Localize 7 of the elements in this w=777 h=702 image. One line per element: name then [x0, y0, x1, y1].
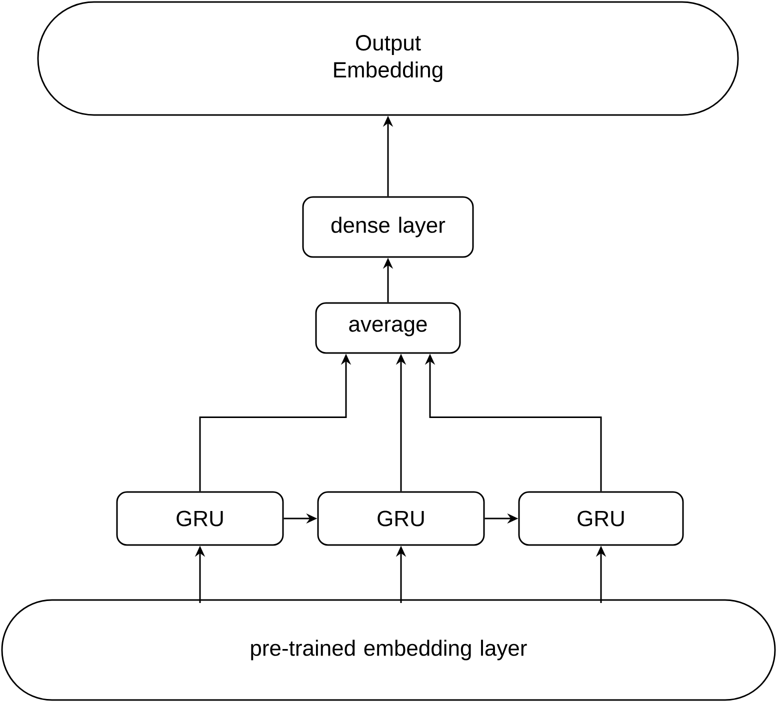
process-box: dense layer: [302, 196, 474, 258]
process-box: GRU: [518, 491, 684, 546]
process-box: GRU: [116, 491, 284, 546]
stadium-box: Output Embedding: [37, 1, 739, 116]
stadium-box: pre-trained embedding layer: [1, 599, 776, 701]
process-box: average: [315, 302, 461, 354]
process-box: GRU: [317, 491, 485, 546]
